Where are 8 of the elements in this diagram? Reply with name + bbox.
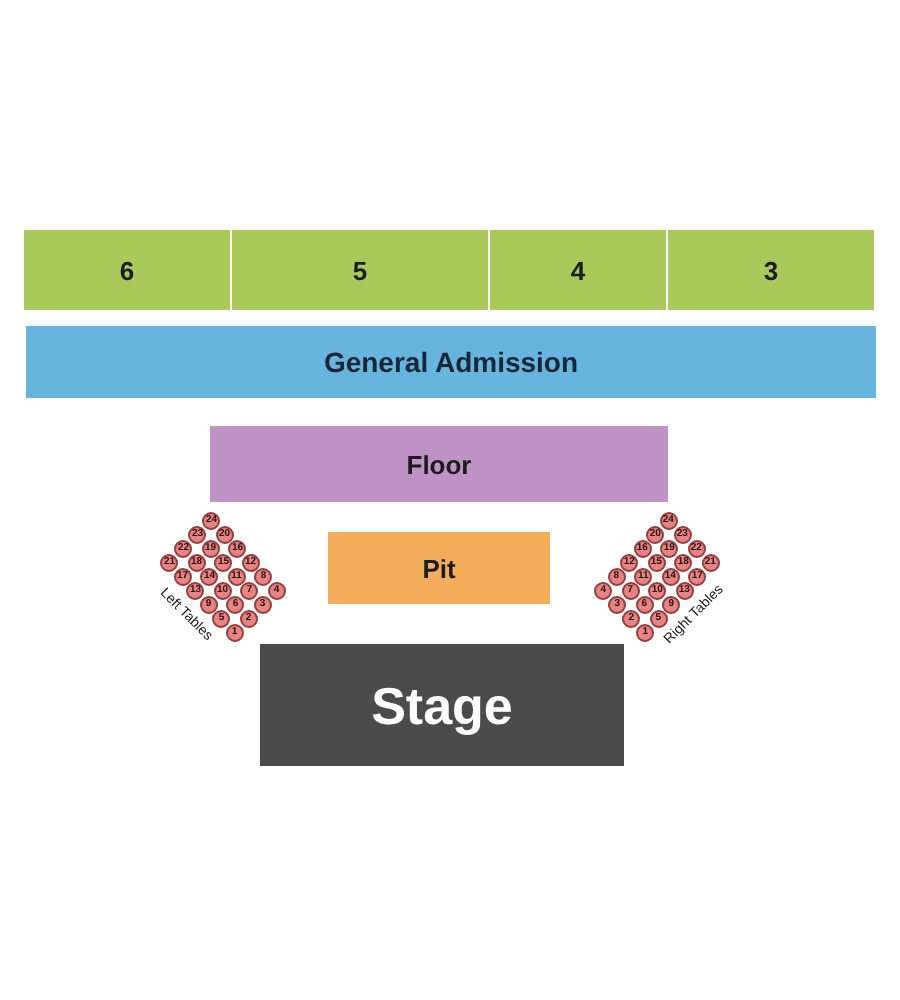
floor-section: Floor (210, 426, 668, 502)
stage: Stage (260, 644, 624, 766)
seating-section: 4 (490, 230, 666, 310)
seating-section: 5 (232, 230, 488, 310)
pit-section: Pit (328, 532, 550, 604)
seating-section: 6 (24, 230, 230, 310)
general-admission-section: General Admission (26, 326, 876, 398)
seating-section: 3 (668, 230, 874, 310)
